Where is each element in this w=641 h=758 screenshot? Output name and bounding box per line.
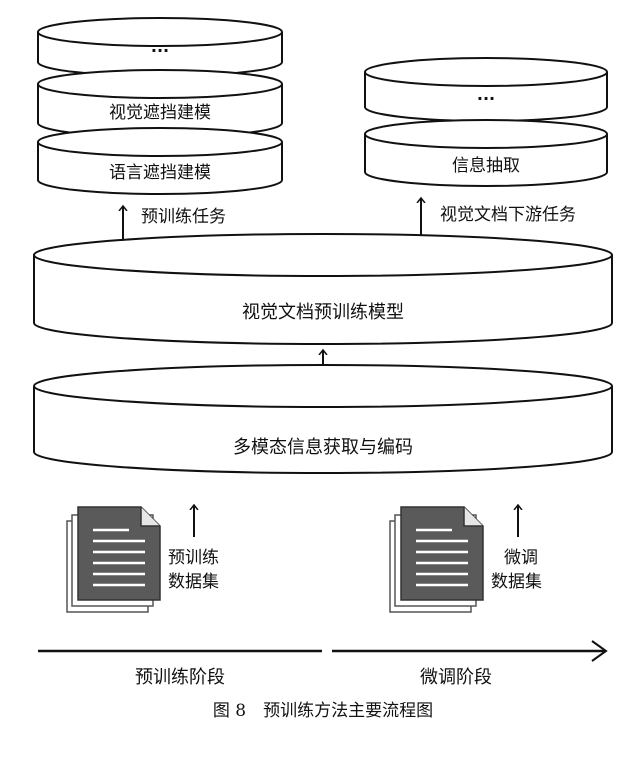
downstream-ellipsis-disk: ··· <box>364 57 608 122</box>
pretrained-model-label: 视觉文档预训练模型 <box>242 302 404 323</box>
info-extraction-disk: 信息抽取 <box>364 119 608 187</box>
timeline-arrow-head <box>591 640 608 662</box>
info-extraction-label: 信息抽取 <box>452 156 520 176</box>
visual-mask-disk: 视觉遮挡建模 <box>37 69 283 138</box>
finetune-dataset-label-line2: 数据集 <box>491 572 542 592</box>
pretrained-model-disk: 视觉文档预训练模型 <box>33 233 613 345</box>
finetune-stage-label: 微调阶段 <box>420 667 492 688</box>
pretrain-dataset-document-icon <box>66 506 161 613</box>
pretrain-dataset-label-line1: 预训练 <box>168 548 219 568</box>
pretrain-ellipsis: ··· <box>151 41 169 60</box>
language-mask-disk: 语言遮挡建模 <box>37 127 283 195</box>
pretrain-task-stack: ··· 视觉遮挡建模 语言遮挡建模 <box>37 17 283 195</box>
pretrain-stage-label: 预训练阶段 <box>135 667 225 688</box>
figure-caption: 图 8 预训练方法主要流程图 <box>213 701 433 721</box>
pretrain-ellipsis-disk: ··· <box>37 17 283 77</box>
finetune-dataset-document-icon <box>389 506 484 613</box>
downstream-task-label: 视觉文档下游任务 <box>440 205 576 225</box>
language-mask-modeling-label: 语言遮挡建模 <box>109 163 211 183</box>
finetune-dataset-label-line1: 微调 <box>504 548 538 568</box>
downstream-task-stack: ··· 信息抽取 <box>364 57 608 187</box>
pretrain-dataset-label-line2: 数据集 <box>168 572 219 592</box>
visual-mask-modeling-label: 视觉遮挡建模 <box>109 103 211 123</box>
downstream-ellipsis: ··· <box>477 89 495 108</box>
encoder-disk: 多模态信息获取与编码 <box>33 364 613 474</box>
pretrain-task-label: 预训练任务 <box>141 207 226 227</box>
encoder-label: 多模态信息获取与编码 <box>233 437 413 458</box>
